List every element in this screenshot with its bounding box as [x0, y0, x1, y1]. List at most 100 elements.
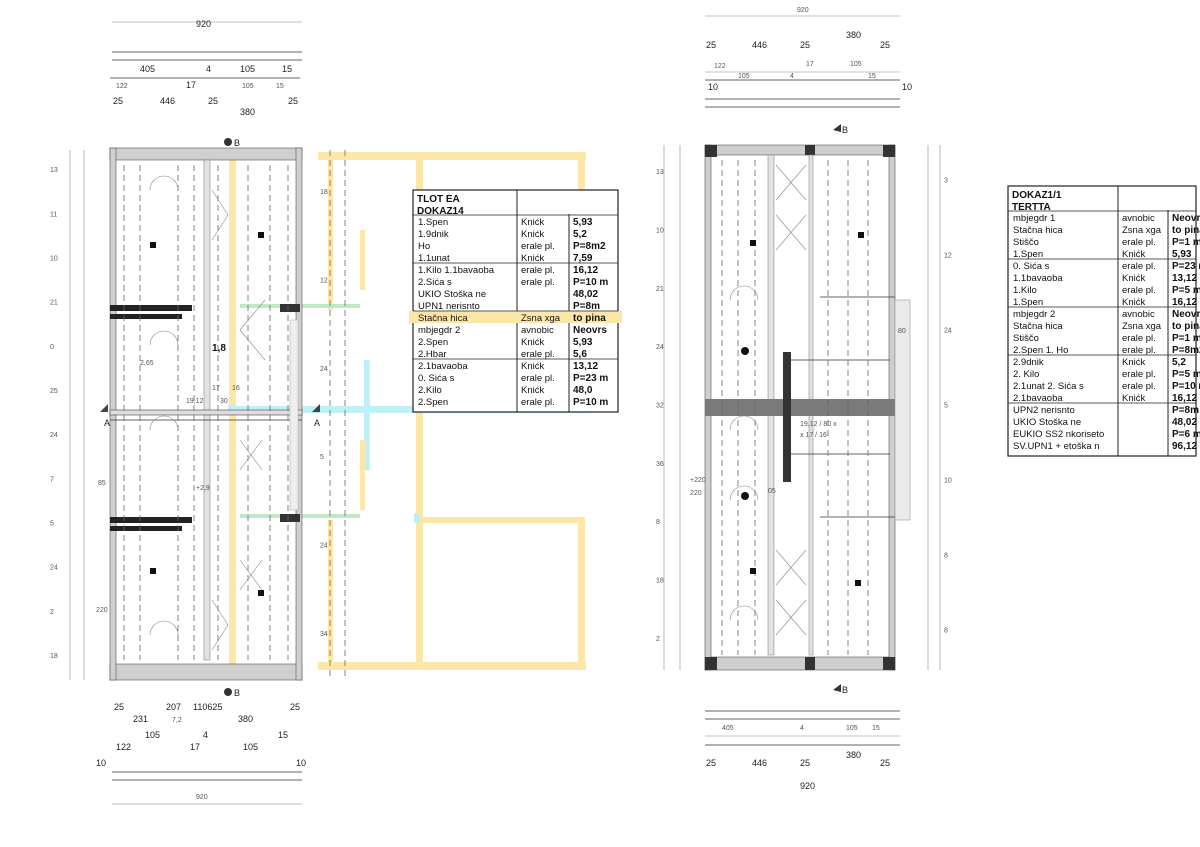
cell-room: UPN2 nerisnto	[1013, 405, 1075, 416]
marker	[150, 242, 156, 248]
column	[883, 145, 895, 157]
grid-node	[414, 513, 420, 523]
dim-label-left: 13	[656, 169, 664, 176]
dim-label: 207	[166, 702, 181, 712]
cell-finish: erale pl.	[521, 349, 555, 360]
cell-room: 2.1bavaoba	[418, 361, 468, 372]
cell-area: Neovrs	[1172, 213, 1200, 224]
dim-label: 105	[738, 73, 750, 80]
cell-room: 2.Spen	[418, 337, 448, 348]
grid-line-vertical	[578, 520, 585, 670]
dim-label: 4	[206, 64, 211, 74]
section-arrow-icon	[312, 404, 320, 412]
dim-label: 25	[880, 40, 890, 50]
cell-room: 1.1bavaoba	[1013, 273, 1063, 284]
table-frame	[412, 189, 619, 413]
dim-label: 380	[846, 30, 861, 40]
hatch-column	[894, 299, 911, 521]
dim-label: 4	[790, 73, 794, 80]
column	[805, 145, 815, 155]
section-mark-bottom: B	[842, 685, 848, 695]
dim-label: 25	[880, 758, 890, 768]
dim-label: 85	[98, 480, 106, 487]
dim-label-left: 10	[50, 255, 58, 262]
cell-room: UKIO Stoška ne	[1013, 417, 1081, 428]
dim-label: 380	[846, 750, 861, 760]
wall-dark	[110, 305, 192, 311]
dim-label: 7,2	[172, 717, 182, 724]
dim-label: 105	[243, 742, 258, 752]
column	[705, 657, 717, 670]
grid-line-top	[318, 152, 586, 160]
marker	[258, 590, 264, 596]
dim-label: 446	[752, 40, 767, 50]
dim-label: 19,12	[186, 398, 204, 405]
cell-room: 2.Sića s	[418, 277, 452, 288]
cell-finish: Knićk	[1122, 249, 1145, 260]
table-row: 2.1bavaoba Knićk 13,12	[418, 361, 598, 372]
cell-finish: Knićk	[521, 217, 544, 228]
dim-label: 16	[232, 385, 240, 392]
dim-label-left: 24	[50, 432, 58, 439]
cell-area: P=10 m	[573, 277, 608, 288]
left-dimensions: 920 405 4 105 15 122 17 105 15 25 446 25…	[69, 19, 346, 805]
cell-finish: Knićk	[521, 361, 544, 372]
cell-room: mbjegdr 2	[1013, 309, 1055, 320]
dim-label-right: 8	[944, 628, 948, 635]
marker	[150, 568, 156, 574]
cell-area: 13,12	[573, 361, 598, 372]
wall-bottom	[109, 663, 303, 681]
cell-room: Stačna hica	[418, 313, 468, 324]
grid-line-vertical	[328, 160, 333, 310]
dim-label: 19,12 / 80 x	[800, 421, 837, 428]
dim-label: 105	[240, 64, 255, 74]
cell-finish: Zsna xga	[521, 313, 561, 324]
section-band-dark	[705, 399, 895, 416]
cell-room: 2.1unat 2. Sića s	[1013, 381, 1084, 392]
cell-finish: erale pl.	[1122, 261, 1156, 272]
cell-room: 1.9dnik	[418, 229, 449, 240]
dim-label: 15	[868, 73, 876, 80]
cell-room: Stiščo	[1013, 237, 1039, 248]
grid-line-vertical	[328, 520, 333, 665]
dim-label: 25	[800, 758, 810, 768]
dim-label: 30	[220, 398, 228, 405]
cell-room: 0. Sića s	[1013, 261, 1050, 272]
cell-area: 5,93	[1172, 249, 1192, 260]
cell-area: P=8m2	[573, 241, 606, 252]
cell-finish: erale pl.	[1122, 237, 1156, 248]
marker	[258, 232, 264, 238]
dim-label-left: 24	[656, 344, 664, 351]
cell-room: Stiščo	[1013, 333, 1039, 344]
wall-bottom	[704, 656, 896, 671]
dim-label: 380	[238, 714, 253, 724]
dim-label: 17	[186, 80, 196, 90]
section-mark-bottom: B	[234, 688, 240, 698]
cell-area: 5,2	[573, 229, 587, 240]
column	[705, 145, 717, 157]
grid-line-horizontal	[420, 517, 585, 523]
wall-dark	[110, 314, 182, 319]
dim-label: 105	[850, 61, 862, 68]
wall-dark	[110, 517, 192, 523]
cell-area: 5,2	[1172, 357, 1186, 368]
dim-label: 80	[898, 328, 906, 335]
dim-label: 17	[806, 61, 814, 68]
table-title: DOKAZ14	[417, 206, 464, 217]
marker	[750, 568, 756, 574]
